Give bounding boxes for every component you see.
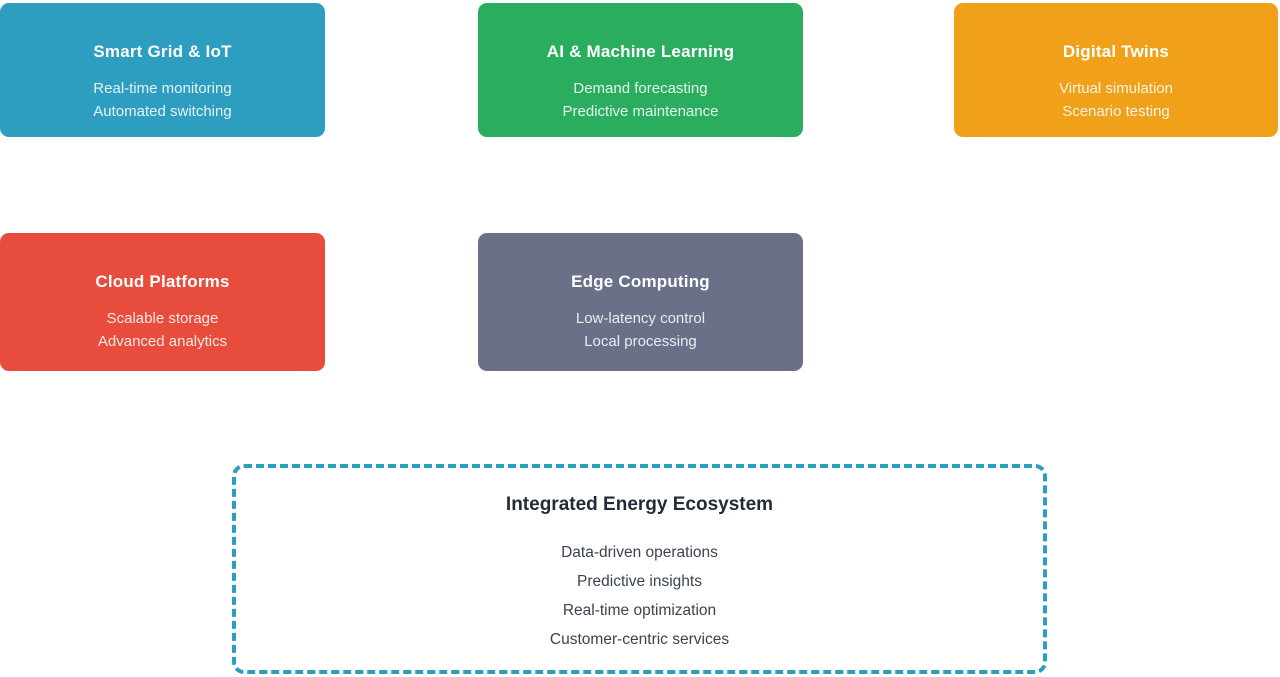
card-line: Scenario testing bbox=[1062, 103, 1170, 120]
card-title: Cloud Platforms bbox=[95, 272, 230, 291]
card-line: Real-time monitoring bbox=[93, 80, 232, 97]
card-digital-twins: Digital Twins Virtual simulation Scenari… bbox=[954, 3, 1278, 137]
card-subtitle-group: Real-time monitoring Automated switching bbox=[0, 77, 325, 123]
ecosystem-line: Data-driven operations bbox=[561, 544, 718, 561]
card-subtitle-group: Low-latency control Local processing bbox=[478, 307, 803, 353]
card-title: Edge Computing bbox=[571, 272, 710, 291]
card-cloud-platforms: Cloud Platforms Scalable storage Advance… bbox=[0, 233, 325, 371]
card-title: AI & Machine Learning bbox=[546, 42, 735, 61]
card-line: Advanced analytics bbox=[97, 333, 228, 350]
card-line: Low-latency control bbox=[575, 310, 706, 327]
ecosystem-line: Predictive insights bbox=[577, 573, 702, 590]
card-line: Demand forecasting bbox=[573, 80, 708, 97]
ecosystem-lines-group: Data-driven operations Predictive insigh… bbox=[236, 538, 1043, 654]
card-subtitle-group: Scalable storage Advanced analytics bbox=[0, 307, 325, 353]
integrated-energy-ecosystem-box: Integrated Energy Ecosystem Data-driven … bbox=[232, 464, 1047, 674]
ecosystem-title: Integrated Energy Ecosystem bbox=[505, 494, 774, 515]
card-ai-machine-learning: AI & Machine Learning Demand forecasting… bbox=[478, 3, 803, 137]
card-smart-grid-iot: Smart Grid & IoT Real-time monitoring Au… bbox=[0, 3, 325, 137]
card-title: Smart Grid & IoT bbox=[93, 42, 232, 61]
ecosystem-line: Real-time optimization bbox=[562, 602, 717, 619]
card-line: Predictive maintenance bbox=[562, 103, 719, 120]
card-line: Local processing bbox=[584, 333, 697, 350]
card-line: Automated switching bbox=[93, 103, 232, 120]
card-line: Virtual simulation bbox=[1059, 80, 1173, 97]
card-subtitle-group: Demand forecasting Predictive maintenanc… bbox=[478, 77, 803, 123]
card-edge-computing: Edge Computing Low-latency control Local… bbox=[478, 233, 803, 371]
card-subtitle-group: Virtual simulation Scenario testing bbox=[954, 77, 1278, 123]
card-title: Digital Twins bbox=[1062, 42, 1170, 61]
ecosystem-line: Customer-centric services bbox=[549, 631, 730, 648]
card-line: Scalable storage bbox=[106, 310, 219, 327]
